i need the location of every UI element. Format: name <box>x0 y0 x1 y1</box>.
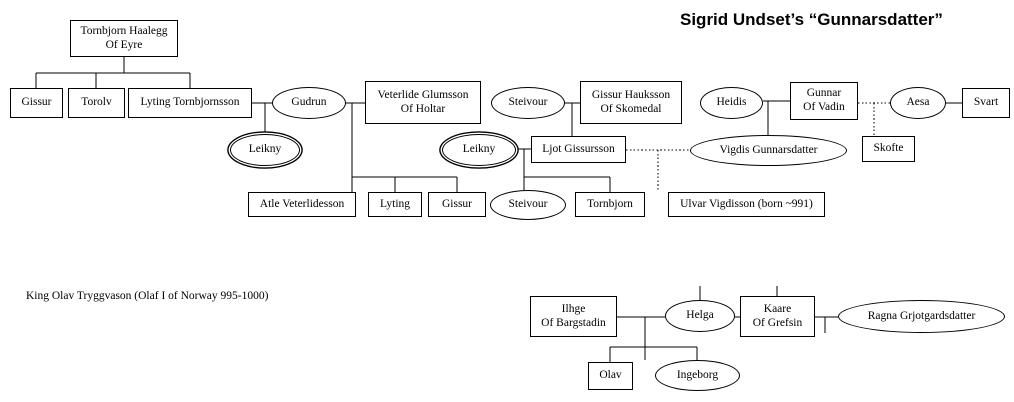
node-lyting_tornbjornsson[interactable]: Lyting Tornbjornsson <box>128 88 252 118</box>
node-leikny_2[interactable]: Leikny <box>442 134 516 166</box>
node-steivour_2[interactable]: Steivour <box>490 190 566 220</box>
node-lyting_2[interactable]: Lyting <box>368 192 422 217</box>
node-svart[interactable]: Svart <box>962 88 1010 118</box>
node-ragna_grjotgardsdatter[interactable]: Ragna Grjotgardsdatter <box>838 300 1005 333</box>
node-ulvar_vigdisson[interactable]: Ulvar Vigdisson (born ~991) <box>668 192 825 217</box>
node-gudrun[interactable]: Gudrun <box>272 87 346 119</box>
node-olav[interactable]: Olav <box>588 362 633 390</box>
node-helga[interactable]: Helga <box>665 300 735 332</box>
node-ingeborg[interactable]: Ingeborg <box>655 360 740 391</box>
node-kaare_of_grefsin[interactable]: Kaare Of Grefsin <box>740 296 815 337</box>
node-steivour_1[interactable]: Steivour <box>491 87 565 119</box>
node-torolv[interactable]: Torolv <box>68 88 125 118</box>
node-gissur_hauksson[interactable]: Gissur Hauksson Of Skomedal <box>580 81 682 124</box>
node-atle_veterlidesson[interactable]: Atle Veterlidesson <box>248 192 356 217</box>
node-veterlide_glumsson[interactable]: Veterlide Glumsson Of Holtar <box>365 81 481 124</box>
node-ilhge_of_bargstadin[interactable]: Ilhge Of Bargstadin <box>530 296 617 337</box>
king-olav-caption: King Olav Tryggvason (Olaf I of Norway 9… <box>26 290 269 302</box>
node-gissur_2[interactable]: Gissur <box>428 192 486 217</box>
node-tornbjorn_haalegg[interactable]: Tornbjorn Haalegg Of Eyre <box>70 20 178 57</box>
node-skofte[interactable]: Skofte <box>862 136 915 162</box>
node-vigdis_gunnarsdatter[interactable]: Vigdis Gunnarsdatter <box>690 135 847 166</box>
node-ljot_gissursson[interactable]: Ljot Gissursson <box>531 136 626 163</box>
node-tornbjorn_2[interactable]: Tornbjorn <box>575 192 645 217</box>
node-heidis[interactable]: Heidis <box>700 87 763 119</box>
node-leikny_1[interactable]: Leikny <box>230 134 300 166</box>
node-aesa[interactable]: Aesa <box>890 87 946 119</box>
node-gunnar_of_vadin[interactable]: Gunnar Of Vadin <box>790 82 858 120</box>
node-gissur_1[interactable]: Gissur <box>10 88 63 118</box>
page-title: Sigrid Undset’s “Gunnarsdatter” <box>680 10 943 29</box>
